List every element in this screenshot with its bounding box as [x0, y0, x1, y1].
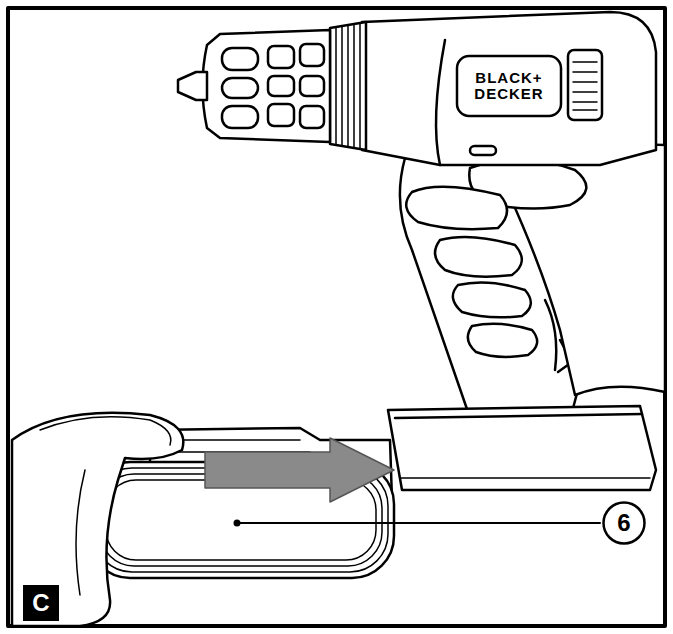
forward-reverse-button [470, 146, 496, 155]
callout-ring [604, 503, 645, 544]
insert-arrow [205, 438, 394, 502]
callout-number: 6 [617, 510, 630, 535]
callout-circle: 6 [602, 501, 646, 545]
figure-letter: C [32, 590, 49, 615]
finger [435, 237, 522, 277]
speed-selector [568, 50, 602, 120]
battery-foot [388, 406, 656, 490]
brand-badge-outline [457, 56, 561, 116]
left-hand [12, 413, 183, 626]
leader-line [237, 522, 600, 524]
figure-frame [8, 8, 665, 626]
housing-seam [436, 40, 445, 165]
drill-chuck [203, 30, 331, 142]
finger [406, 187, 507, 229]
figure-letter-box: C [23, 585, 59, 621]
finger [468, 324, 537, 357]
finger [453, 282, 531, 317]
torque-collar [330, 22, 366, 150]
drill-housing [362, 12, 656, 165]
brand-name: BLACK+ DECKER [471, 70, 547, 102]
chuck-tip [178, 72, 207, 100]
brand-badge: BLACK+ DECKER [467, 63, 551, 109]
